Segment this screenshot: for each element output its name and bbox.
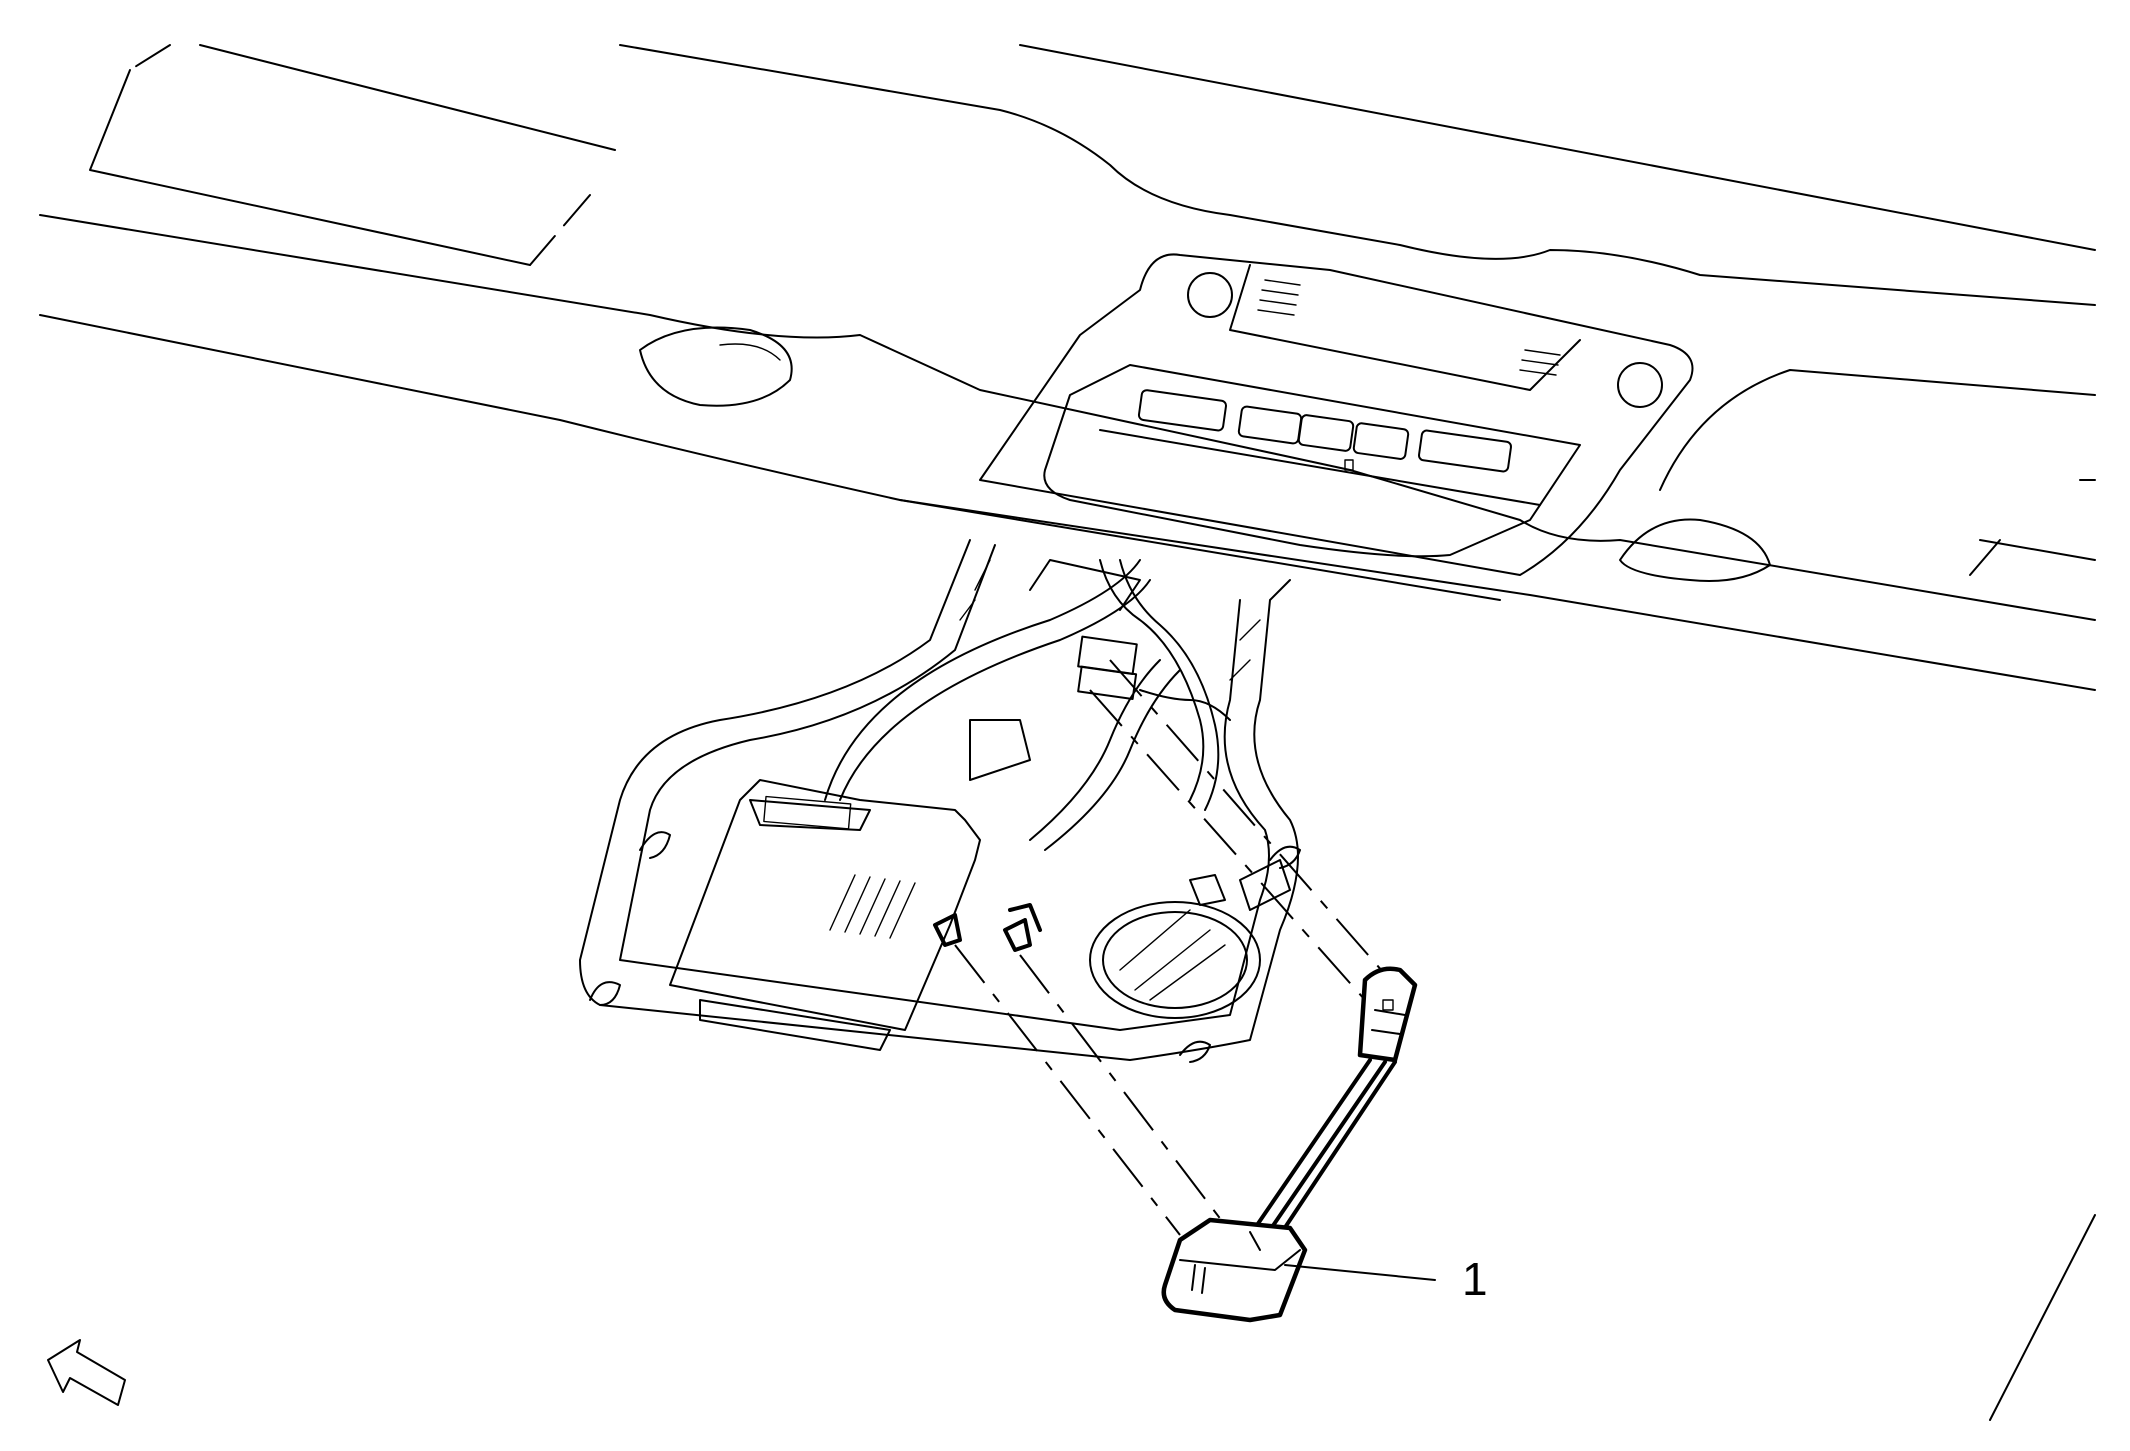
console-bin (1089, 859, 1291, 1019)
callout-leader-line (1284, 1264, 1436, 1281)
right-sun-visor-outline (1619, 369, 2096, 582)
headliner-outline (39, 44, 2096, 691)
console-module (669, 779, 981, 1051)
view-direction-arrow-icon (47, 1339, 126, 1406)
part-1-module-with-connector (1161, 966, 1418, 1323)
console-housing (579, 539, 1299, 1061)
overhead-console (979, 253, 1694, 576)
wiring-harness (824, 559, 1231, 851)
installation-lines (954, 659, 1391, 1236)
callout-label-1: 1 (1462, 1253, 1488, 1305)
retaining-clips (589, 831, 1301, 1063)
left-sun-visor-outline (89, 44, 793, 407)
module-mounting-tabs (933, 903, 1042, 952)
floor-edge-line (1989, 1214, 2096, 1421)
